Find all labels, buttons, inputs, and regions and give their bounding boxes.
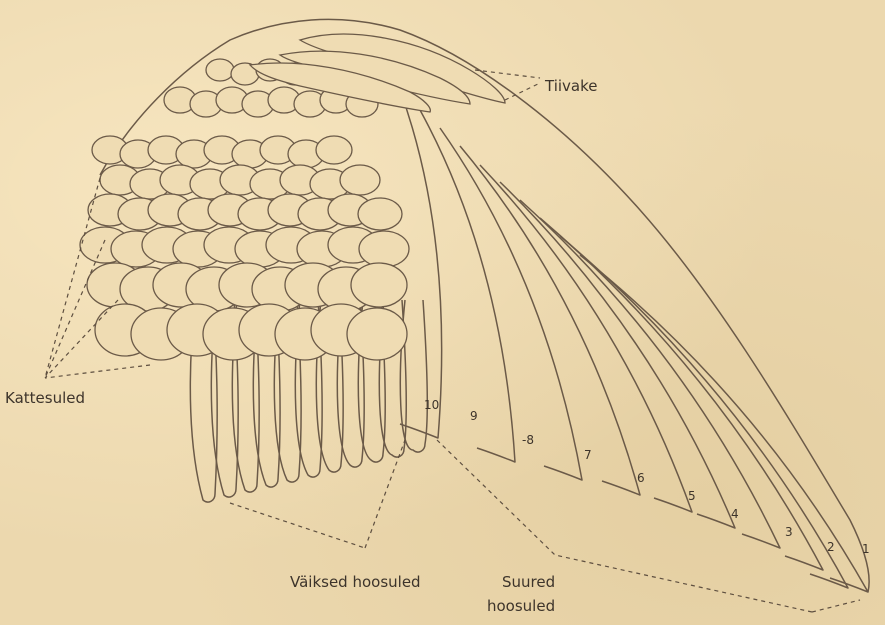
primary-number: 4 — [731, 507, 739, 521]
label-kattesuled: Kattesuled — [5, 389, 85, 407]
primary-number: 2 — [827, 540, 835, 554]
primary-feather — [460, 146, 640, 495]
primary-feather — [440, 128, 582, 480]
covert-feather — [351, 263, 407, 307]
covert-feather — [340, 165, 380, 195]
primary-feather — [500, 182, 735, 528]
primary-number: 1 — [862, 542, 870, 556]
primary-feather — [560, 236, 848, 588]
primary-feather — [520, 200, 780, 548]
label-tiivake: Tiivake — [544, 77, 598, 95]
label-suured-line2: hoosuled — [487, 597, 555, 615]
covert-feather — [206, 59, 234, 81]
primary-number: 3 — [785, 525, 793, 539]
primary-number: 10 — [424, 398, 439, 412]
covert-feathers — [80, 59, 409, 360]
label-suured-line1: Suured — [502, 573, 555, 591]
covert-feather — [358, 198, 402, 230]
covert-feather — [359, 231, 409, 267]
primary-number: 7 — [584, 448, 592, 462]
primary-feathers — [400, 90, 868, 592]
label-vaiksed-hoosuled: Väiksed hoosuled — [290, 573, 421, 591]
primary-number: 5 — [688, 489, 696, 503]
primary-number: 9 — [470, 409, 478, 423]
primary-number: 6 — [637, 471, 645, 485]
primary-number: -8 — [522, 433, 534, 447]
covert-feather — [347, 308, 407, 360]
covert-feather — [316, 136, 352, 164]
